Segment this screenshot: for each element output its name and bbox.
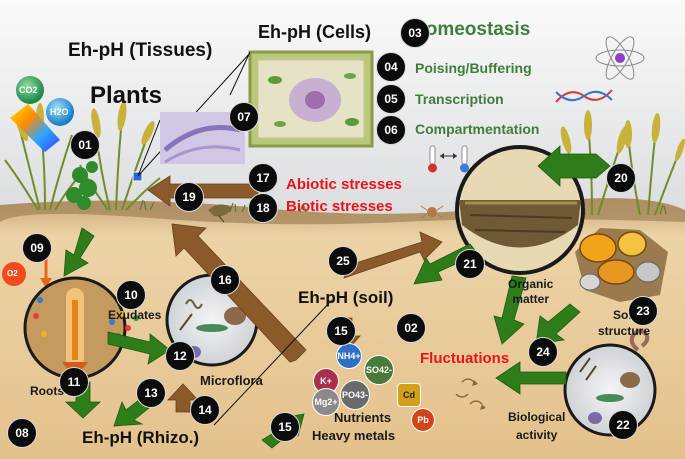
badge-11: 11 <box>59 367 89 397</box>
badge-24: 24 <box>528 337 558 367</box>
badge-25: 25 <box>328 246 358 276</box>
arrow-roots-to-microflora <box>107 331 171 365</box>
atom-graphic <box>595 36 645 80</box>
soil-structure-rocks <box>575 228 668 302</box>
rhizo-soil-line <box>213 299 333 426</box>
label-exudates: Exudates <box>108 308 162 322</box>
earthworm-graphic <box>629 329 650 352</box>
badge-13: 13 <box>136 378 166 408</box>
title-soil: Eh-pH (soil) <box>298 288 394 307</box>
badge-19: 19 <box>174 182 204 212</box>
dna-graphic <box>555 89 613 103</box>
badge-07: 07 <box>229 102 259 132</box>
badge-21: 21 <box>455 249 485 279</box>
metal-pb: Pb <box>411 408 435 432</box>
tissue-marker <box>132 171 143 182</box>
ion-mg: Mg2+ <box>312 388 340 416</box>
cell-zoom-line <box>229 51 251 96</box>
co2-label: CO2 <box>19 85 38 95</box>
badge-18: 18 <box>248 193 278 223</box>
label-compartmentation: Compartmentation <box>415 121 540 137</box>
label-organic-matter: Organic matter <box>508 277 554 306</box>
o2-label: O2 <box>7 269 18 278</box>
arrow-16-to-tissues <box>171 223 307 363</box>
fluctuation-squiggles <box>455 378 486 410</box>
arrow-25-to-organic <box>343 231 443 279</box>
o2-bubble <box>2 262 26 286</box>
ion-so4: SO42- <box>364 355 394 385</box>
label-abiotic-stresses: Abiotic stresses <box>286 176 402 193</box>
badge-01: 01 <box>70 130 100 160</box>
label-transcription: Transcription <box>415 91 504 107</box>
badge-08: 08 <box>7 418 37 448</box>
h2o-droplet <box>46 98 74 126</box>
ion-po4: PO43- <box>340 380 370 410</box>
badge-23: 23 <box>628 296 658 326</box>
badge-06: 06 <box>376 115 406 145</box>
tissue-micrograph <box>160 112 245 164</box>
co2-droplet <box>16 76 44 104</box>
root-zoom-circle <box>23 276 127 380</box>
title-rhizo: Eh-pH (Rhizo.) <box>82 428 200 447</box>
badge-04: 04 <box>376 52 406 82</box>
sunlight-beam <box>10 104 60 152</box>
arrow-11-down <box>64 381 102 419</box>
badge-05: 05 <box>376 84 406 114</box>
label-biological-activity: Biological activity <box>508 410 566 442</box>
label-heavy-metals: Heavy metals <box>312 428 396 443</box>
label-biotic-stresses: Biotic stresses <box>286 198 393 215</box>
badge-15-upper: 15 <box>326 316 356 346</box>
badge-03: 03 <box>400 18 430 48</box>
label-nutrients: Nutrients <box>334 410 392 425</box>
label-roots: Roots <box>30 384 64 398</box>
bird-graphic <box>208 204 232 217</box>
badge-16: 16 <box>210 265 240 295</box>
rice-panicles-right <box>560 110 685 162</box>
green-bush <box>66 161 98 210</box>
label-poising-buffering: Poising/Buffering <box>415 60 532 76</box>
title-tissues: Eh-pH (Tissues) <box>68 40 213 61</box>
metal-cd: Cd <box>397 383 421 407</box>
title-cells: Eh-pH (Cells) <box>258 22 372 42</box>
label-microflora: Microflora <box>200 373 263 388</box>
label-homeostasis: Homeostasis <box>412 19 531 40</box>
badge-15-lower: 15 <box>270 412 300 442</box>
label-fluctuations: Fluctuations <box>420 350 510 367</box>
title-plants: Plants <box>90 82 163 109</box>
cell-illustration <box>248 50 374 148</box>
arrow-22-to-fluctuations <box>495 361 567 395</box>
badge-17: 17 <box>248 163 278 193</box>
grass-tufts <box>139 199 667 215</box>
badge-20: 20 <box>606 163 636 193</box>
badge-12: 12 <box>165 341 195 371</box>
insect-legs <box>420 205 444 219</box>
o2-down-arrowhead <box>40 278 52 288</box>
badge-10: 10 <box>116 280 146 310</box>
badge-09: 09 <box>22 233 52 263</box>
bird-legs <box>217 214 225 223</box>
green-arrows <box>63 145 611 449</box>
insect-graphic <box>427 207 437 217</box>
arrow-21-to-fluctuations <box>493 275 527 345</box>
badge-22: 22 <box>608 410 638 440</box>
badge-02: 02 <box>396 313 426 343</box>
tissue-zoom-line-2 <box>137 119 161 177</box>
ion-nh4: NH4+ <box>336 343 362 369</box>
arrow-20-curved <box>537 145 611 187</box>
thermometer-graphics <box>428 145 469 173</box>
badge-14: 14 <box>190 395 220 425</box>
arrow-plant-to-roots <box>63 227 95 277</box>
h2o-label: H2O <box>50 107 69 117</box>
